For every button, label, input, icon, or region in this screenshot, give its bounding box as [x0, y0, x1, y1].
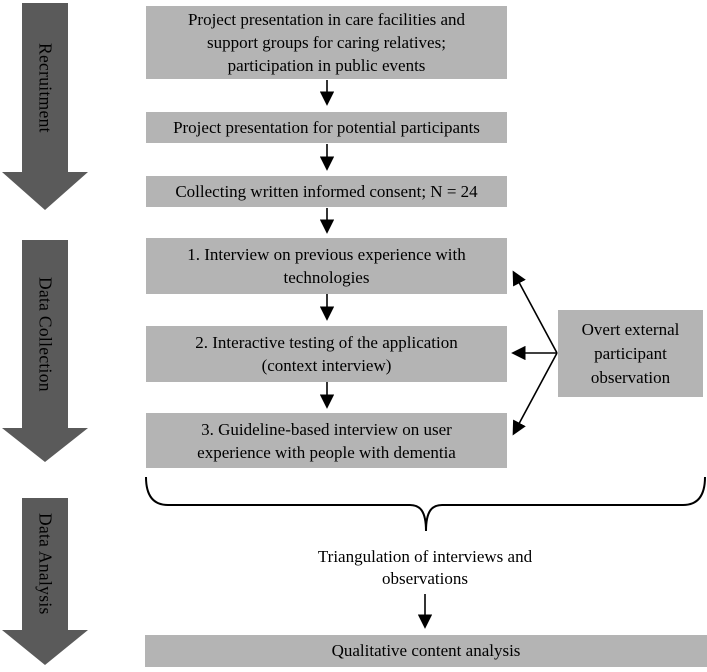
observation-arrow-to-box6	[512, 352, 558, 436]
flow-box-line: 3. Guideline-based interview on user	[201, 419, 452, 439]
data-collection-phase-arrow-icon	[2, 240, 88, 462]
flow-box-line: Project presentation in care facilities …	[187, 10, 466, 29]
flow-box-line: 2. Interactive testing of the applicatio…	[195, 333, 458, 352]
phase-label-data-collection: Data Collection	[35, 276, 56, 392]
phase-label-data-analysis: Data Analysis	[35, 513, 56, 615]
flow-box-line: participation in public events	[227, 56, 426, 75]
flow-box-line: Project presentation for potential parti…	[173, 118, 480, 137]
flow-box-project-presentation-participants: Project presentation for potential parti…	[146, 112, 507, 143]
flow-box-line: 1. Interview on previous experience with	[187, 245, 466, 264]
observation-box-line: observation	[590, 367, 671, 387]
triangulation-label: Triangulation of interviews and observat…	[295, 546, 555, 590]
observation-arrow-to-box4	[512, 270, 558, 354]
phase-label-recruitment: Recruitment	[35, 42, 56, 133]
flow-box-line: Collecting written informed consent; N =…	[175, 182, 478, 201]
flow-box-line: support groups for caring relatives;	[207, 33, 446, 52]
gathering-brace-icon	[145, 476, 706, 532]
data-analysis-phase-arrow-icon	[2, 498, 88, 665]
flow-box-informed-consent: Collecting written informed consent; N =…	[146, 176, 507, 207]
triangulation-line: Triangulation of interviews and	[317, 547, 533, 566]
result-box-label: Qualitative content analysis	[331, 641, 521, 660]
observation-box-line: Overt external	[581, 319, 680, 339]
flow-box-interview-previous-experience: 1. Interview on previous experience with…	[146, 238, 507, 294]
flow-box-guideline-interview: 3. Guideline-based interview on user exp…	[146, 413, 507, 468]
observation-box: Overt external participant observation	[558, 310, 703, 397]
observation-box-line: participant	[594, 343, 667, 363]
flow-box-line: technologies	[283, 268, 370, 287]
flow-box-line: experience with people with dementia	[197, 442, 456, 462]
qualitative-analysis-box: Qualitative content analysis	[145, 635, 707, 667]
flow-box-interactive-testing: 2. Interactive testing of the applicatio…	[146, 326, 507, 382]
triangulation-line: observations	[382, 569, 468, 588]
flow-box-project-presentation-facilities: Project presentation in care facilities …	[146, 6, 507, 79]
flow-box-line: (context interview)	[261, 356, 392, 375]
recruitment-phase-arrow-icon	[2, 3, 88, 210]
